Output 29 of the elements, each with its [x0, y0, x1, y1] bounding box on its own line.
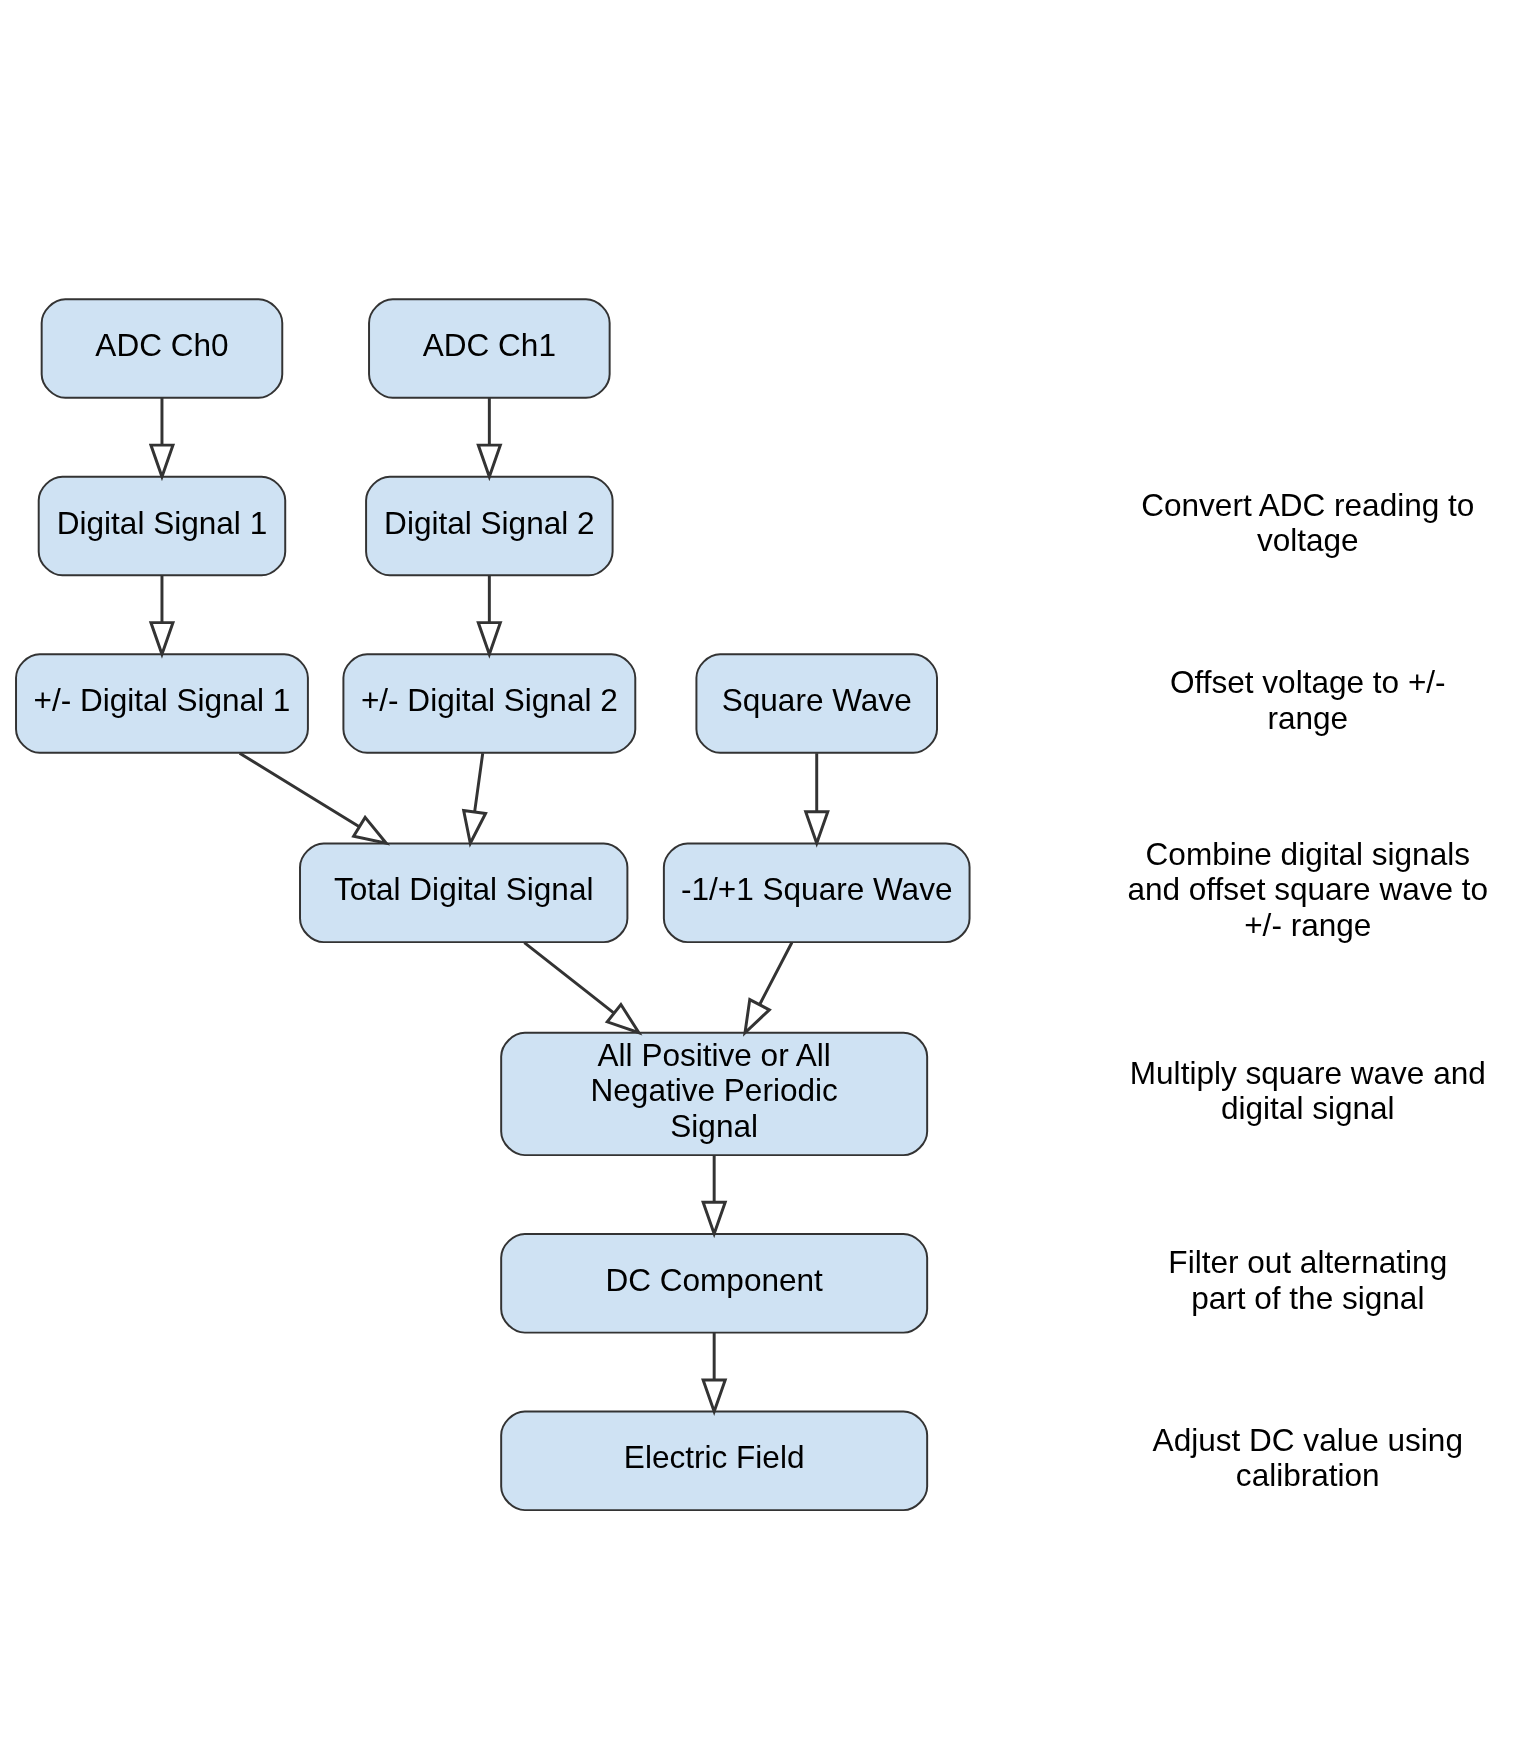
- node-box: -1/+1 Square Wave: [662, 842, 971, 943]
- arrow: [701, 1154, 728, 1238]
- node-box: Electric Field: [500, 1410, 929, 1511]
- label: Combine digital signals and offset square wave to +/- range: [1127, 835, 1489, 943]
- arrow: [461, 752, 488, 848]
- arrow: [238, 751, 391, 846]
- arrow: [476, 574, 503, 659]
- arrow: [148, 397, 176, 481]
- node-box: Digital Signal 1: [37, 475, 287, 576]
- label: Convert ADC reading to voltage: [1141, 486, 1475, 558]
- node-box: ADC Ch1: [368, 297, 611, 399]
- node-box: Square Wave: [695, 652, 938, 754]
- arrow: [523, 940, 643, 1035]
- label: Filter out alternating part of the signal: [1168, 1243, 1448, 1316]
- node-box: Total Digital Signal: [299, 842, 629, 943]
- node-box: All Positive or All Negative Periodic Signal: [500, 1031, 929, 1156]
- arrow: [803, 752, 830, 848]
- node-box: ADC Ch0: [40, 297, 284, 399]
- arrow: [742, 941, 794, 1037]
- label: Adjust DC value using calibration: [1152, 1421, 1463, 1493]
- node-box: +/- Digital Signal 1: [15, 652, 309, 754]
- label: Offset voltage to +/- range: [1169, 663, 1446, 736]
- label: Multiply square wave and digital signal: [1129, 1054, 1486, 1126]
- node-box: Digital Signal 2: [365, 475, 614, 576]
- arrow: [701, 1332, 728, 1416]
- node-box: DC Component: [500, 1232, 929, 1334]
- arrow: [148, 574, 176, 659]
- node-box: +/- Digital Signal 2: [342, 652, 637, 754]
- arrow: [476, 397, 503, 481]
